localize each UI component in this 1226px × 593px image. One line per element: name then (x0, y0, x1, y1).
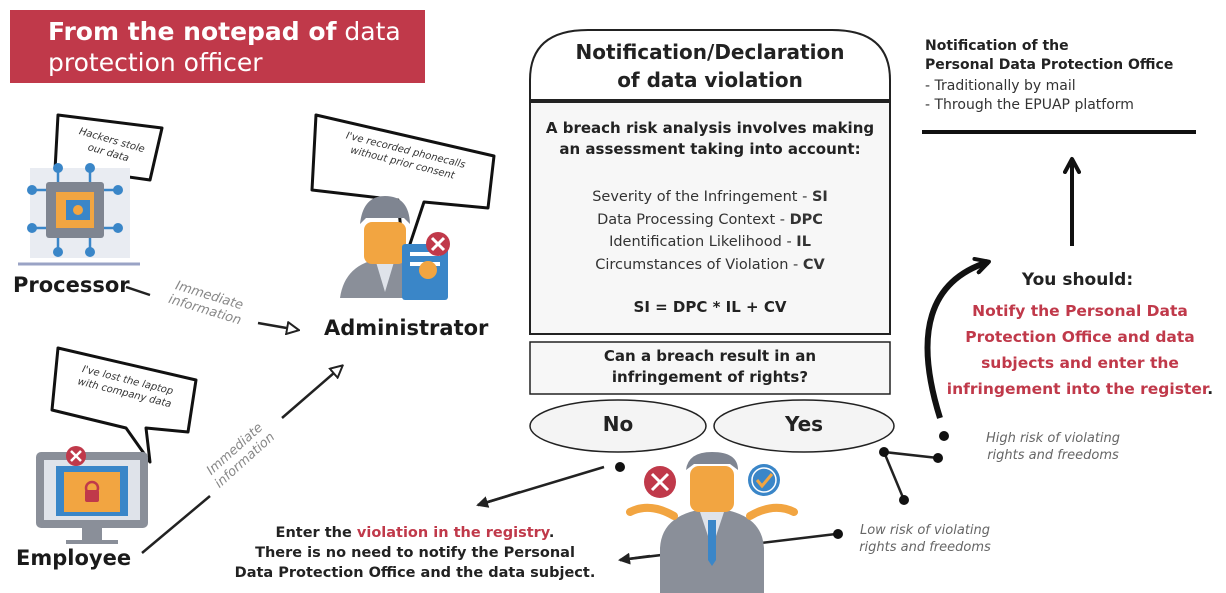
banner-text-line2: protection officer (48, 48, 263, 77)
should-heading: You should: (1021, 270, 1134, 290)
risk-formula: SI = DPC * IL + CV (633, 298, 787, 316)
employee-label: Employee (16, 546, 132, 570)
registry-instruction: Enter the violation in the registry. The… (234, 525, 596, 581)
option-no-ellipse (529, 399, 707, 453)
notepad-banner: From the notepad of data protection offi… (10, 10, 425, 83)
processor-label: Processor (13, 273, 130, 297)
processor-to-admin-arrowhead (257, 323, 298, 330)
option-no-label: No (602, 412, 634, 436)
officer-shrug-avatar (626, 452, 798, 593)
factor-item: Data Processing Context - DPC (597, 211, 823, 228)
factor-item: Circumstances of Violation - CV (595, 256, 825, 273)
processor-chip-icon (18, 163, 140, 266)
low-risk-to-registry-arrowhead (618, 552, 651, 565)
administrator-avatar (340, 196, 450, 300)
processor-to-admin-arrow (125, 285, 151, 297)
factor-item: Severity of the Infringement - SI (592, 189, 828, 205)
employee-speech-bubble (50, 346, 198, 464)
no-to-registry-arrowhead (476, 490, 521, 508)
option-yes-ellipse (713, 399, 895, 453)
employee-to-admin-arrow (141, 495, 211, 554)
administrator-speech-bubble (310, 113, 496, 264)
office-item-mail: - Traditionally by mail (925, 78, 1076, 94)
laptop-lock-icon (36, 446, 148, 544)
curved-arrow (924, 256, 991, 419)
employee-to-admin-arrowhead (281, 366, 342, 419)
connector-dots (615, 431, 949, 539)
banner-text-bold: From the notepad of (48, 17, 337, 46)
factor-item: Identification Likelihood - IL (609, 234, 811, 250)
notification-panel (529, 29, 891, 395)
should-body: Notify the Personal Data Protection Offi… (946, 302, 1214, 398)
administrator-label: Administrator (324, 316, 489, 340)
office-item-epuap: - Through the EPUAP platform (925, 97, 1134, 113)
banner-text-regular: data (344, 17, 401, 46)
factor-list: Severity of the Infringement - SI Data P… (532, 186, 888, 276)
option-yes-label: Yes (784, 412, 824, 436)
